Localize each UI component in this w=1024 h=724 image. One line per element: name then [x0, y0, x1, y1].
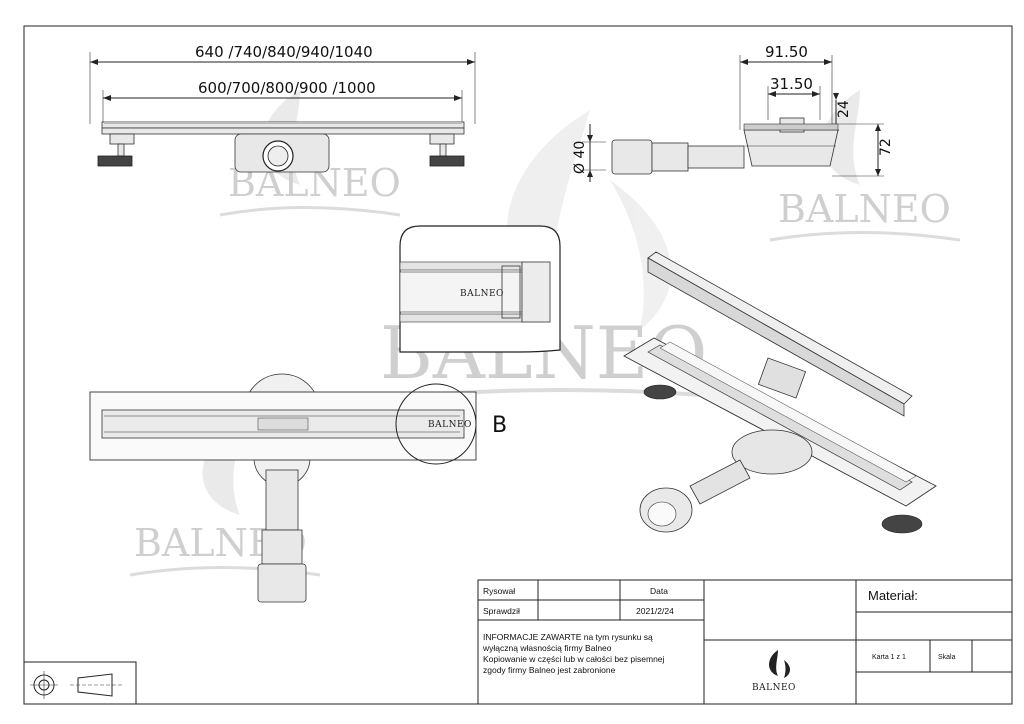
dimension-width-outer: 91.50 — [765, 43, 808, 61]
watermark-text-2: BALNEO — [778, 187, 951, 231]
notice-line-4: zgody firmy Balneo jest zabronione — [483, 665, 616, 675]
top-view: BALNEO B — [89, 373, 507, 603]
scale-label: Skala — [938, 654, 956, 661]
isometric-view — [623, 251, 937, 534]
material-label: Materiał: — [868, 588, 918, 603]
notice-line-2: wyłączną własnością firmy Balneo — [482, 643, 612, 653]
dimension-outlet-diameter: Ø 40 — [572, 141, 588, 174]
projection-symbol-box — [23, 661, 137, 705]
top-view-grate-logo: BALNEO — [428, 420, 472, 430]
detail-grate-logo: BALNEO — [460, 289, 504, 299]
company-logo-text: BALNEO — [752, 683, 796, 693]
dimension-height-total: 72 — [878, 138, 894, 156]
front-view: 640 /740/840/940/1040 600/700/800/900 /1… — [89, 43, 476, 173]
checked-by-label: Sprawdził — [483, 606, 520, 616]
drawn-by-label: Rysował — [483, 586, 515, 596]
first-angle-projection-icon — [30, 671, 122, 699]
side-view: 91.50 31.50 24 72 Ø 40 — [572, 43, 894, 182]
dimension-overall-lengths: 640 /740/840/940/1040 — [195, 43, 373, 61]
title-block: Rysował Data Sprawdził 2021/2/24 INFORMA… — [477, 579, 1013, 705]
dimension-width-inner: 31.50 — [770, 75, 813, 93]
notice-line-3: Kopiowanie w części lub w całości bez pi… — [483, 654, 665, 664]
balneo-flame-logo-icon — [769, 650, 790, 678]
date-label: Data — [650, 586, 668, 596]
notice-line-1: INFORMACJE ZAWARTE na tym rysunku są — [483, 632, 653, 642]
sheet-label: Karta 1 z 1 — [872, 654, 906, 661]
detail-b-view: BALNEO — [399, 225, 561, 353]
detail-b-label: B — [492, 413, 507, 438]
dimension-height-grate: 24 — [836, 100, 852, 118]
date-value: 2021/2/24 — [636, 606, 674, 616]
dimension-grate-lengths: 600/700/800/900 /1000 — [198, 79, 376, 97]
